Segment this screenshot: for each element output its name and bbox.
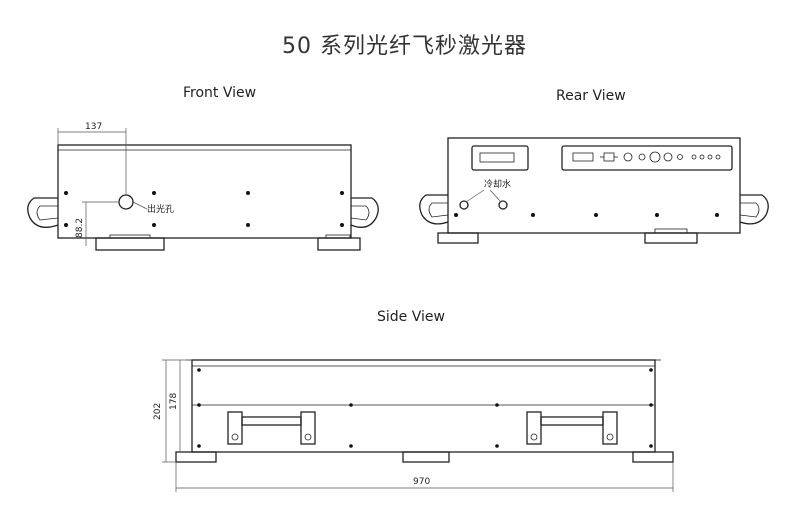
side-view: 202 178 970 bbox=[153, 359, 674, 492]
front-right-handle bbox=[350, 197, 379, 228]
side-dim-body-height: 178 bbox=[169, 393, 179, 410]
side-foot-right bbox=[632, 451, 674, 463]
side-view-label: Side View bbox=[377, 309, 445, 325]
power-switch bbox=[603, 152, 615, 162]
rear-control-panel bbox=[561, 145, 733, 171]
side-dim-total-height: 202 bbox=[153, 403, 163, 420]
side-handle-right-bar bbox=[540, 416, 604, 426]
output-aperture-label: 出光孔 bbox=[147, 203, 174, 215]
rear-view: 冷却水 bbox=[419, 137, 769, 244]
output-aperture bbox=[118, 194, 134, 210]
cooling-port-in bbox=[459, 200, 469, 210]
side-foot-left bbox=[175, 451, 217, 463]
cooling-port-out bbox=[498, 200, 508, 210]
rear-connector-panel-left bbox=[471, 145, 529, 171]
front-view: 137 88.2 出光孔 bbox=[27, 122, 379, 251]
front-view-label: Front View bbox=[183, 85, 257, 101]
front-left-foot bbox=[95, 237, 165, 251]
side-handle-left-post-a bbox=[227, 411, 243, 445]
side-handle-right-post-a bbox=[526, 411, 542, 445]
front-body bbox=[57, 144, 352, 239]
front-dim-height: 88.2 bbox=[75, 218, 85, 238]
rear-left-foot bbox=[437, 232, 479, 244]
rear-right-handle bbox=[739, 194, 769, 225]
side-handle-left-bar bbox=[241, 416, 302, 426]
side-foot-middle bbox=[402, 451, 450, 463]
rear-right-foot bbox=[644, 232, 698, 244]
front-right-foot bbox=[317, 237, 361, 251]
rear-body bbox=[447, 137, 741, 234]
side-dim-length: 970 bbox=[413, 477, 430, 487]
side-body bbox=[191, 359, 656, 453]
db-connector bbox=[479, 152, 515, 163]
front-left-handle bbox=[27, 197, 59, 228]
front-dim-width: 137 bbox=[85, 122, 102, 132]
rear-left-handle bbox=[419, 194, 449, 225]
page-title: 50 系列光纤飞秒激光器 bbox=[282, 34, 527, 59]
cooling-water-label: 冷却水 bbox=[484, 178, 511, 190]
serial-port bbox=[572, 152, 594, 162]
rear-view-label: Rear View bbox=[556, 88, 626, 104]
